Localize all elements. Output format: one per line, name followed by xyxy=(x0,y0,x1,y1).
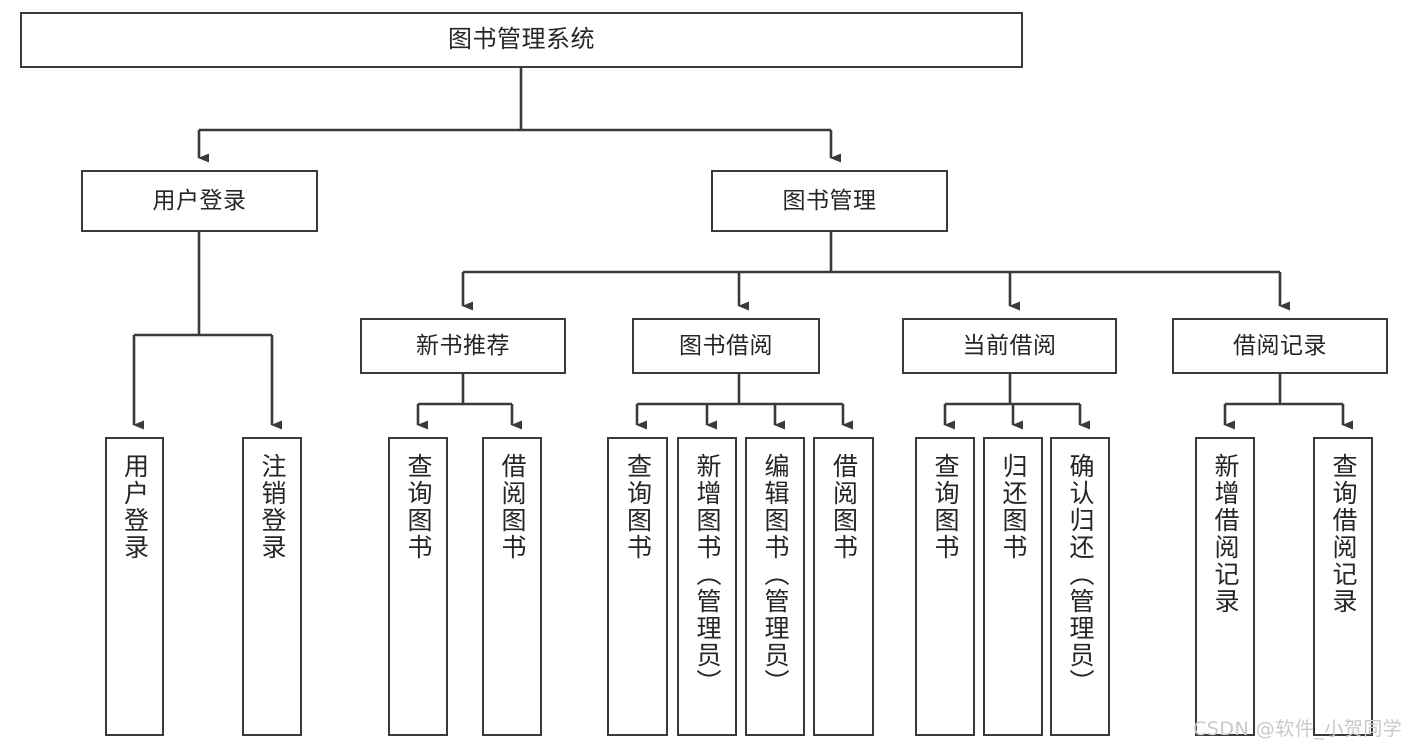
node-root-label: 图书管理系统 xyxy=(448,25,595,54)
csdn-watermark-text: CSDN @软件_小贺同学 xyxy=(1193,718,1403,740)
node-book-borrow[interactable]: 图书借阅 xyxy=(632,318,820,374)
node-leaf-logout-login-label: 注销登录 xyxy=(258,453,287,561)
node-leaf-return-book[interactable]: 归还图书 xyxy=(983,437,1043,736)
node-leaf-query-book-rec[interactable]: 查询图书 xyxy=(388,437,448,736)
node-leaf-add-borrow-record[interactable]: 新增借阅记录 xyxy=(1195,437,1255,736)
node-current-borrow[interactable]: 当前借阅 xyxy=(902,318,1117,374)
node-leaf-user-login-label: 用户登录 xyxy=(120,453,150,561)
node-leaf-query-borrow-rec-label: 查询借阅记录 xyxy=(1329,453,1358,615)
node-leaf-query-book-rec-label: 查询图书 xyxy=(404,453,433,561)
node-leaf-borrow-book-rec[interactable]: 借阅图书 xyxy=(482,437,542,736)
csdn-watermark: CSDN @软件_小贺同学 xyxy=(1193,714,1402,741)
node-leaf-edit-book-admin-label: 编辑图书（管理员） xyxy=(761,453,790,696)
node-leaf-logout-login[interactable]: 注销登录 xyxy=(242,437,302,736)
node-leaf-return-book-label: 归还图书 xyxy=(999,453,1028,561)
node-leaf-add-borrow-record-label: 新增借阅记录 xyxy=(1211,453,1240,615)
node-leaf-add-book-admin-label: 新增图书（管理员） xyxy=(693,453,722,696)
node-leaf-user-login[interactable]: 用户登录 xyxy=(105,437,164,736)
node-leaf-query-book-cur[interactable]: 查询图书 xyxy=(915,437,975,736)
node-book-manage-label: 图书管理 xyxy=(782,187,877,214)
node-user-login[interactable]: 用户登录 xyxy=(81,170,318,232)
node-borrow-record-label: 借阅记录 xyxy=(1233,332,1327,359)
node-user-login-label: 用户登录 xyxy=(152,187,247,214)
node-leaf-query-borrow-rec[interactable]: 查询借阅记录 xyxy=(1313,437,1373,736)
node-book-manage[interactable]: 图书管理 xyxy=(711,170,948,232)
node-new-book-recommend-label: 新书推荐 xyxy=(416,332,510,359)
node-leaf-confirm-return[interactable]: 确认归还（管理员） xyxy=(1050,437,1110,736)
node-current-borrow-label: 当前借阅 xyxy=(962,332,1057,359)
node-leaf-add-book-admin[interactable]: 新增图书（管理员） xyxy=(677,437,737,736)
node-leaf-borrow-book-rec-label: 借阅图书 xyxy=(498,453,527,561)
node-leaf-query-book-bor[interactable]: 查询图书 xyxy=(607,437,668,736)
node-leaf-query-book-cur-label: 查询图书 xyxy=(931,453,960,561)
node-root[interactable]: 图书管理系统 xyxy=(20,12,1023,68)
node-book-borrow-label: 图书借阅 xyxy=(679,332,773,359)
node-new-book-recommend[interactable]: 新书推荐 xyxy=(360,318,566,374)
node-leaf-borrow-book-bor-label: 借阅图书 xyxy=(829,453,859,561)
node-leaf-edit-book-admin[interactable]: 编辑图书（管理员） xyxy=(745,437,805,736)
node-leaf-confirm-return-label: 确认归还（管理员） xyxy=(1066,453,1095,696)
node-leaf-query-book-bor-label: 查询图书 xyxy=(623,453,653,561)
node-leaf-borrow-book-bor[interactable]: 借阅图书 xyxy=(813,437,874,736)
node-borrow-record[interactable]: 借阅记录 xyxy=(1172,318,1388,374)
